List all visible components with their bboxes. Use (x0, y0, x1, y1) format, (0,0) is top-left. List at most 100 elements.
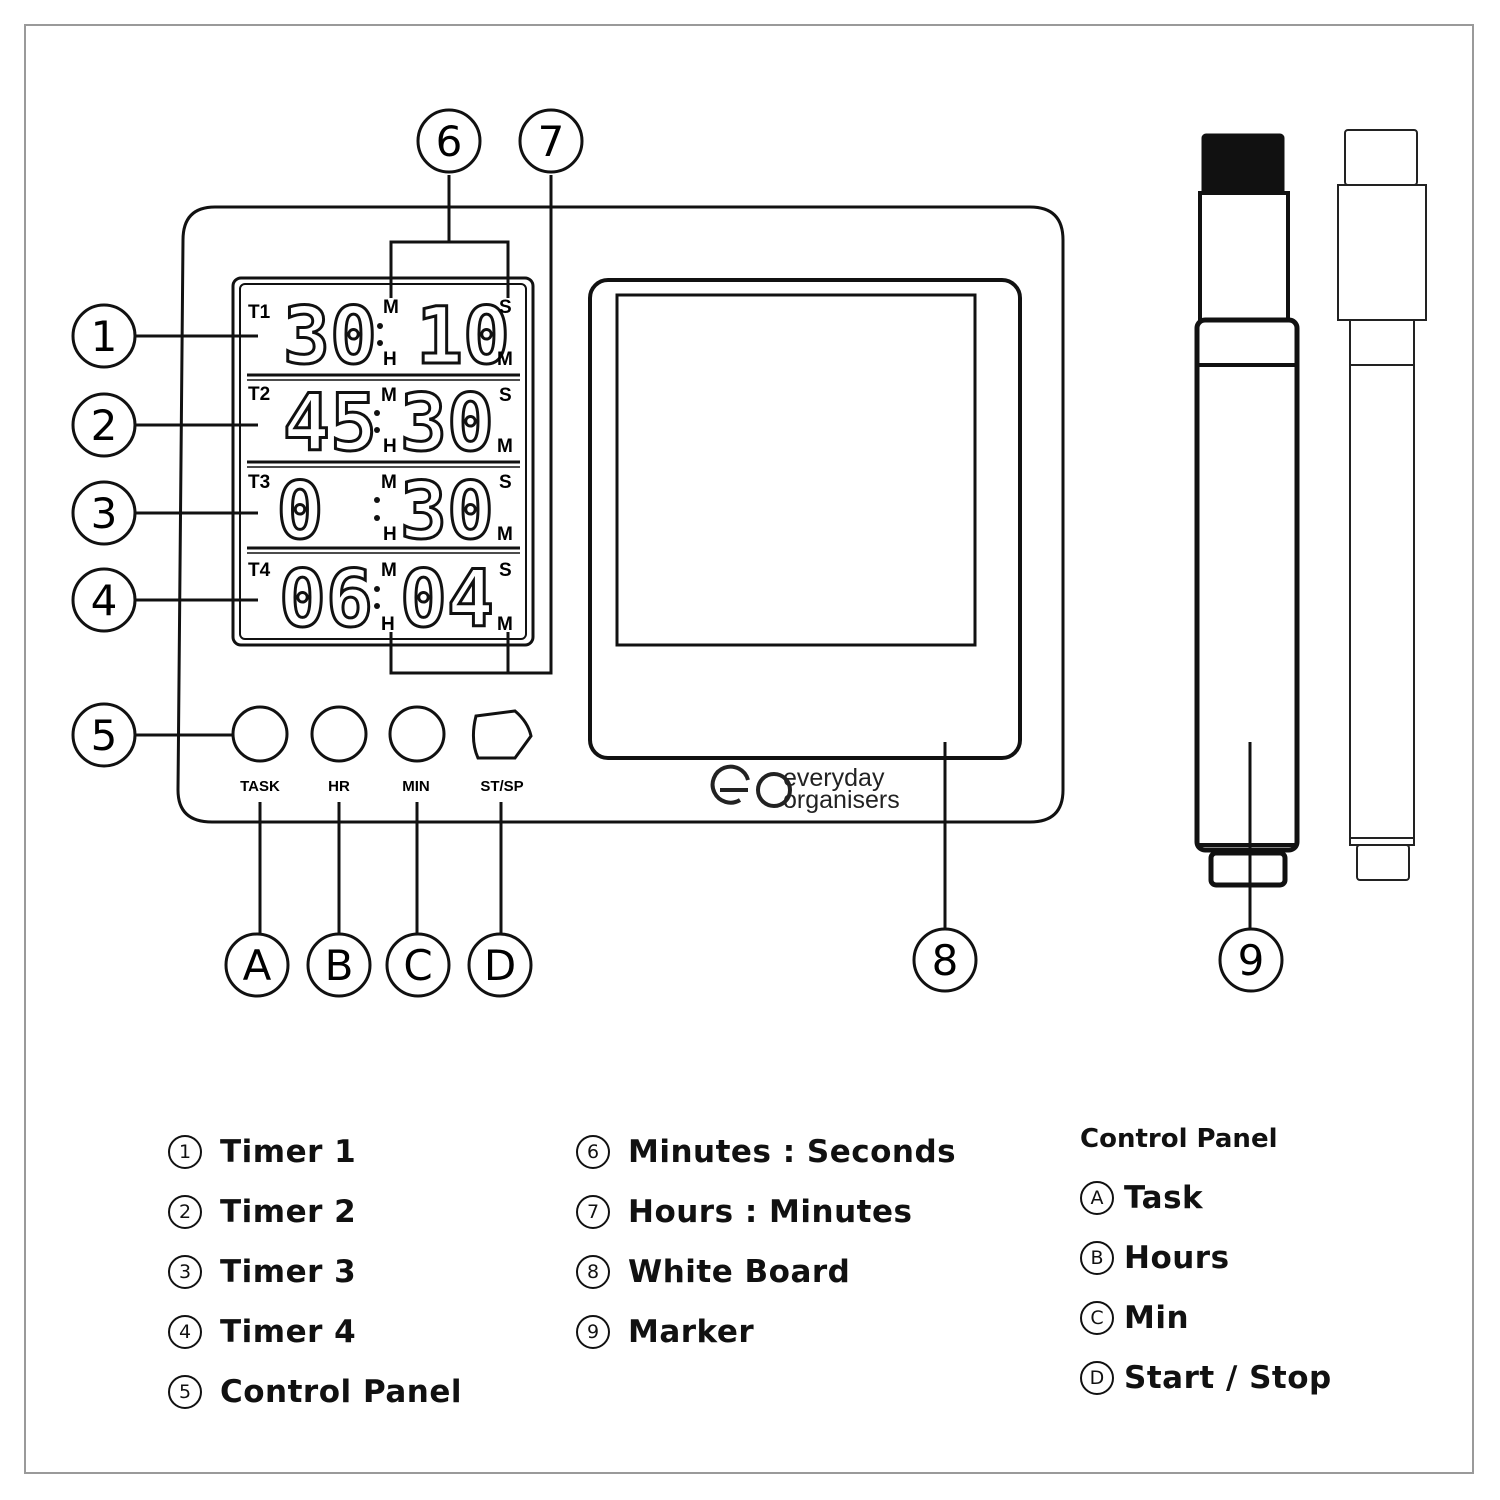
marker-black (1194, 133, 1300, 888)
unit-m: M (381, 472, 397, 493)
legend-text: Timer 3 (220, 1254, 357, 1290)
legend-column-1: 1 Timer 1 2 Timer 2 3 Timer 3 4 Timer 4 5 Con… (168, 1122, 462, 1422)
unit-h: H (383, 524, 397, 545)
legend-item: C Min (1080, 1288, 1332, 1348)
timer-row-2: T2 45 M H 30 S M (248, 378, 513, 471)
st-sp-button[interactable] (471, 709, 533, 760)
legend-item: 4 Timer 4 (168, 1302, 462, 1362)
unit-m: M (383, 297, 399, 318)
callout-6: 6 (436, 117, 463, 166)
legend-letter: A (1080, 1181, 1114, 1215)
unit-h: H (383, 349, 397, 370)
callout-b: B (325, 941, 354, 990)
brand-name-line2: organisers (783, 786, 900, 814)
legend-text: Min (1124, 1300, 1190, 1336)
timer-right-digits: 30 (400, 467, 494, 557)
legend-text: Start / Stop (1124, 1360, 1332, 1396)
legend-item: 7 Hours : Minutes (576, 1182, 956, 1242)
legend-letter: D (1080, 1361, 1114, 1395)
brand-name-line1: everyday (783, 764, 885, 792)
legend-number: 4 (168, 1315, 202, 1349)
legend-text: Timer 2 (220, 1194, 357, 1230)
unit-s: S (499, 472, 512, 493)
control-panel-title: Control Panel (1080, 1124, 1278, 1154)
legend-item: 2 Timer 2 (168, 1182, 462, 1242)
whiteboard-surface[interactable] (615, 293, 977, 647)
callout-1: 1 (91, 312, 118, 361)
brand-logo: everyday organisers (710, 764, 900, 814)
eo-logo-icon (710, 764, 793, 808)
unit-m: M (497, 436, 513, 457)
callout-numbers: 1 2 3 4 5 6 7 A B C D 8 9 (91, 117, 1265, 990)
hr-button[interactable] (310, 705, 368, 763)
unit-m: M (381, 385, 397, 406)
legend-text: Minutes : Seconds (628, 1134, 957, 1170)
unit-h: H (381, 614, 395, 635)
timer-label: T2 (248, 384, 270, 405)
legend-text: Timer 1 (220, 1134, 357, 1170)
unit-s: S (499, 385, 512, 406)
unit-m: M (497, 524, 513, 545)
min-button-label: MIN (402, 778, 430, 795)
image-frame (24, 24, 1474, 1474)
task-button[interactable] (231, 705, 289, 763)
unit-s: S (499, 560, 512, 581)
legend-number: 5 (168, 1375, 202, 1409)
min-button[interactable] (388, 705, 446, 763)
legend-number: 8 (576, 1255, 610, 1289)
legend-item: 1 Timer 1 (168, 1122, 462, 1182)
callout-2: 2 (91, 401, 118, 450)
callout-4: 4 (91, 576, 118, 625)
leader-lines (136, 175, 1252, 934)
timer-right-digits: 04 (400, 555, 494, 645)
callout-c: C (403, 941, 432, 990)
legend-number: 7 (576, 1195, 610, 1229)
timer-label: T3 (248, 472, 270, 493)
legend-number: 2 (168, 1195, 202, 1229)
legend-text: Hours (1124, 1240, 1230, 1276)
callout-8: 8 (932, 936, 959, 985)
legend-item: B Hours (1080, 1228, 1332, 1288)
legend-control-panel: Control Panel A Task B Hours C Min D Start /… (1080, 1124, 1332, 1408)
unit-m: M (497, 614, 513, 635)
unit-m: M (497, 349, 513, 370)
timer-row-1: T1 30 M H 10 S M (248, 291, 513, 384)
unit-s: S (499, 297, 512, 318)
timer-right-digits: 30 (400, 379, 494, 469)
timer-row-3: T3 0 M H 30 S M (248, 466, 513, 559)
callout-7: 7 (538, 117, 565, 166)
legend-number: 1 (168, 1135, 202, 1169)
legend-text: Task (1124, 1180, 1204, 1216)
callout-a: A (243, 941, 272, 990)
legend-number: 9 (576, 1315, 610, 1349)
legend-item: 9 Marker (576, 1302, 956, 1362)
marker-white (1337, 129, 1427, 881)
legend-text: Control Panel (220, 1374, 462, 1410)
timer-right-digits: 10 (416, 292, 510, 382)
legend-item: 5 Control Panel (168, 1362, 462, 1422)
callout-circles (71, 108, 1284, 998)
legend-text: Timer 4 (220, 1314, 357, 1350)
lcd-inner (239, 283, 527, 640)
timer-label: T1 (248, 302, 271, 323)
timer-row-4: T4 06 M H 04 S M (248, 554, 513, 647)
callout-5: 5 (91, 711, 118, 760)
unit-h: H (383, 436, 397, 457)
legend-letter: C (1080, 1301, 1114, 1335)
legend-item: A Task (1080, 1168, 1332, 1228)
legend-text: Hours : Minutes (628, 1194, 913, 1230)
st-sp-button-label: ST/SP (480, 778, 523, 795)
timer-left-digits: 06 (279, 555, 373, 645)
legend-number: 3 (168, 1255, 202, 1289)
hr-button-label: HR (328, 778, 350, 795)
timer-label: T4 (248, 560, 271, 581)
timer-left-digits: 45 (283, 379, 377, 469)
callout-9: 9 (1238, 936, 1265, 985)
timer-left-digits: 0 (277, 467, 324, 557)
legend-letter: B (1080, 1241, 1114, 1275)
legend-text: Marker (628, 1314, 755, 1350)
legend-item: 3 Timer 3 (168, 1242, 462, 1302)
